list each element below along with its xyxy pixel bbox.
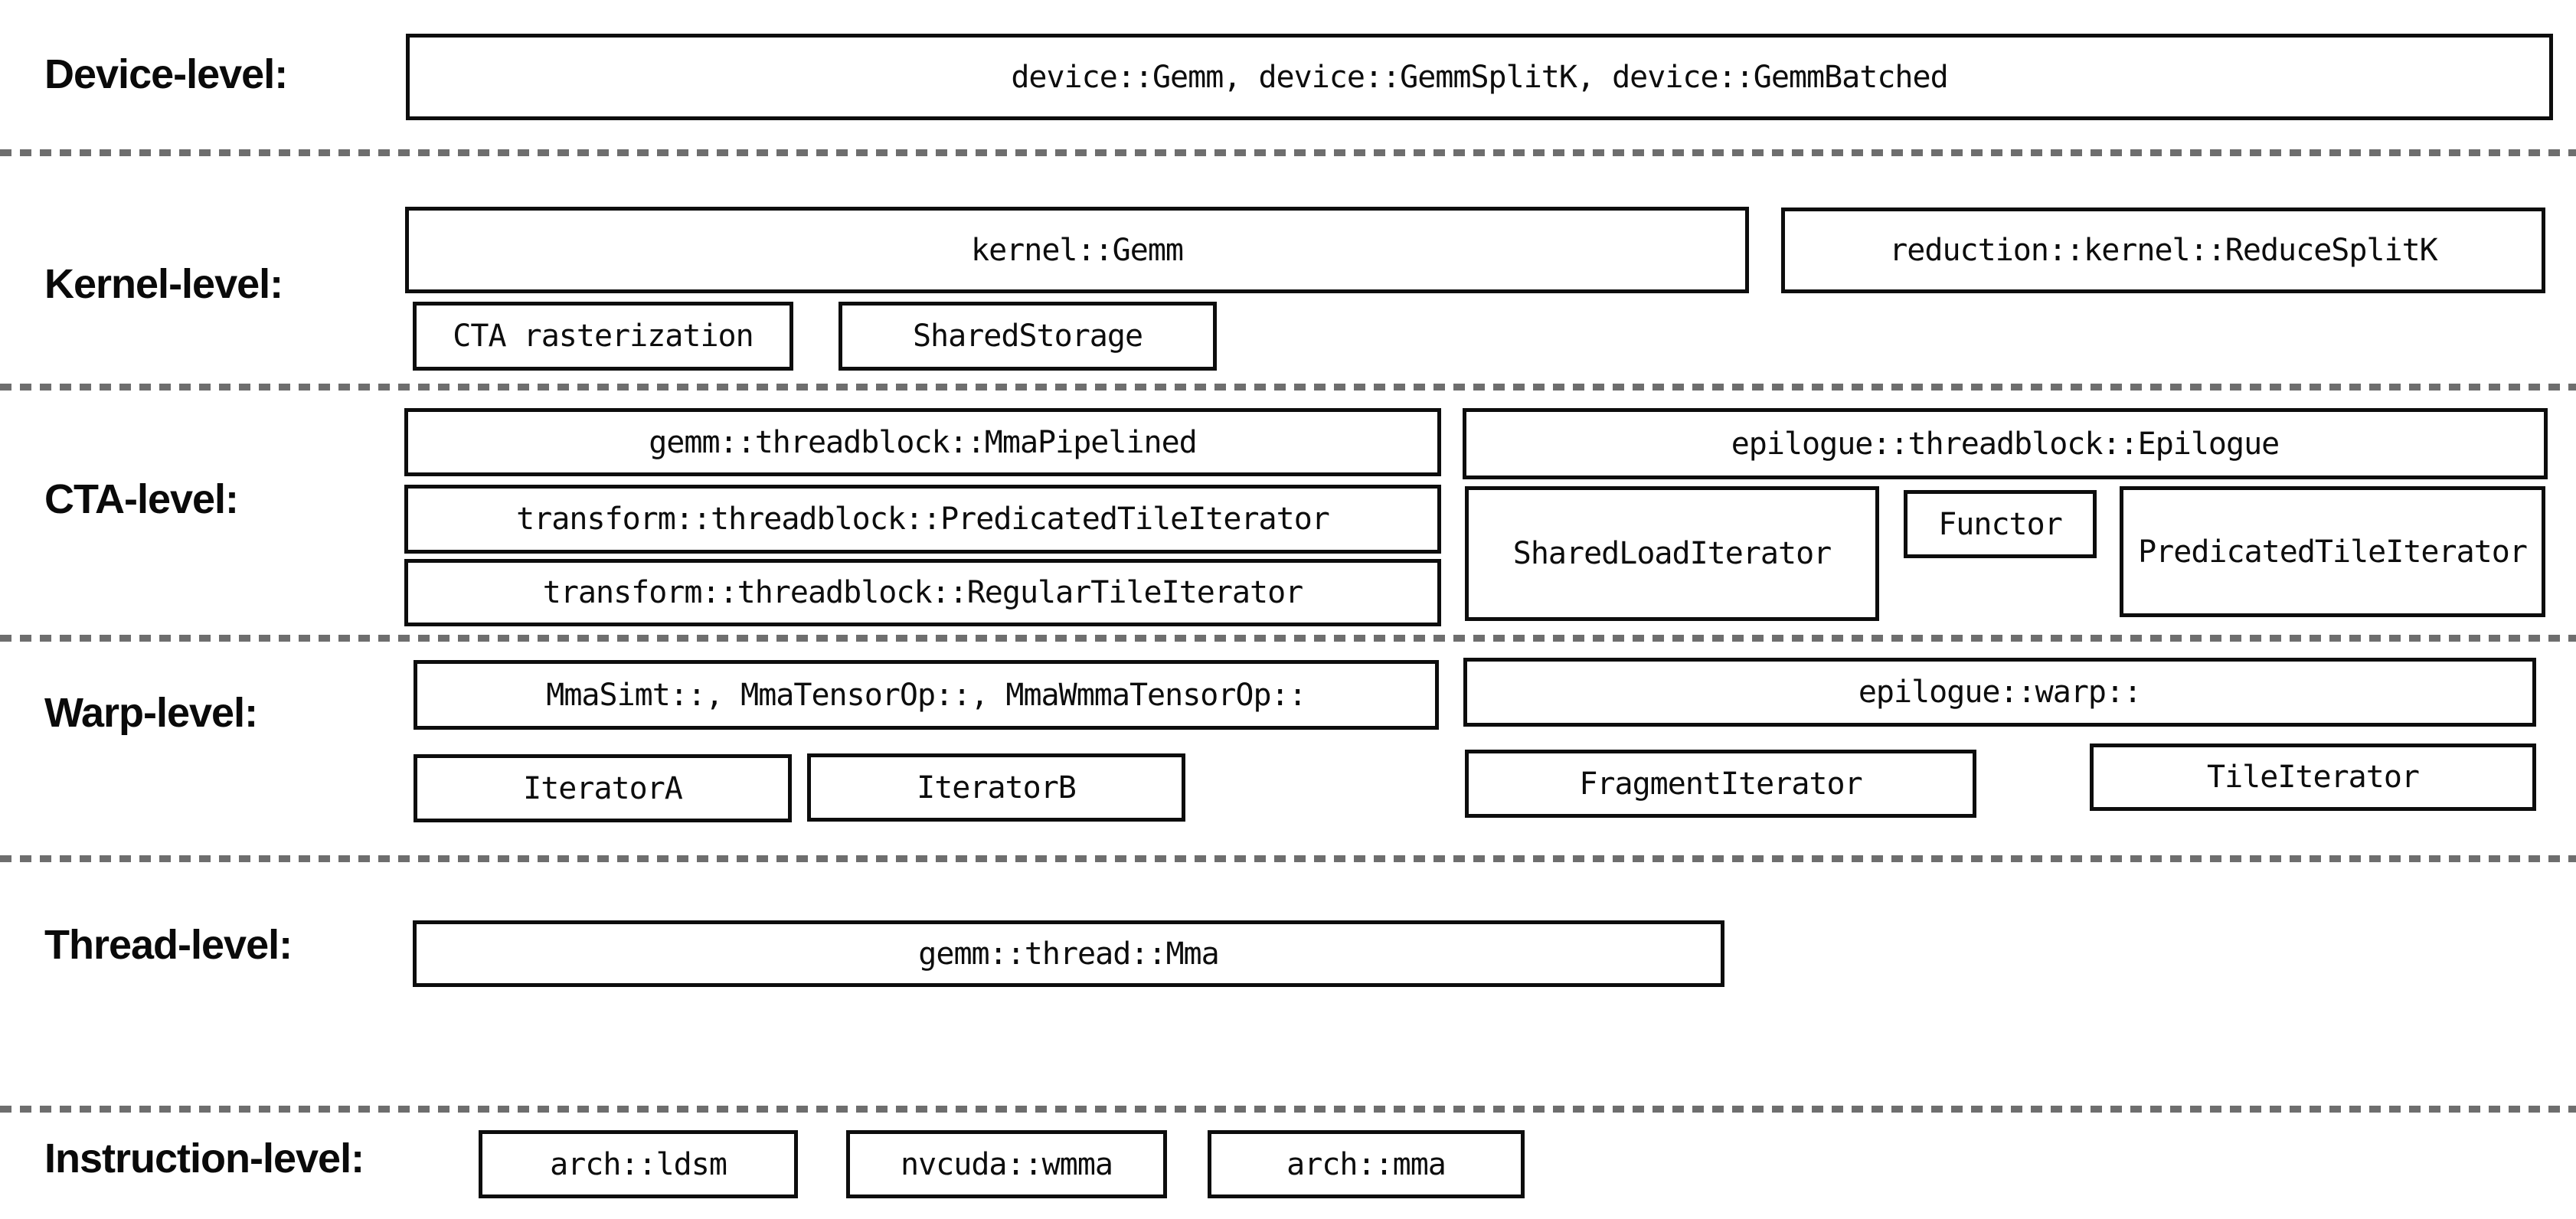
level-label-warp: Warp-level: (44, 690, 258, 736)
level-separator (0, 635, 2576, 642)
box-warp-mma-variants: MmaSimt::, MmaTensorOp::, MmaWmmaTensorO… (414, 660, 1439, 730)
level-separator (0, 149, 2576, 156)
box-arch-mma: arch::mma (1208, 1130, 1525, 1198)
box-iteratorb: IteratorB (807, 753, 1185, 822)
box-transform-regulartileiterator: transform::threadblock::RegularTileItera… (404, 559, 1441, 626)
box-transform-predicatedtileiterator: transform::threadblock::PredicatedTileIt… (404, 485, 1441, 554)
level-label-cta: CTA-level: (44, 476, 239, 522)
level-label-thread: Thread-level: (44, 922, 293, 968)
box-nvcuda-wmma: nvcuda::wmma (846, 1130, 1167, 1198)
box-epilogue-warp: epilogue::warp:: (1463, 658, 2536, 727)
box-functor: Functor (1904, 490, 2097, 558)
box-cta-rasterization: CTA rasterization (413, 302, 793, 371)
box-sharedloaditerator: SharedLoadIterator (1465, 486, 1879, 621)
level-separator (0, 1106, 2576, 1113)
level-separator (0, 855, 2576, 862)
box-mmapipelined: gemm::threadblock::MmaPipelined (404, 408, 1441, 476)
box-epilogue-predicatedtileiterator: PredicatedTileIterator (2120, 486, 2545, 617)
box-arch-ldsm: arch::ldsm (479, 1130, 798, 1198)
box-sharedstorage: SharedStorage (839, 302, 1217, 371)
box-epilogue-threadblock-epilogue: epilogue::threadblock::Epilogue (1463, 408, 2548, 479)
box-device-gemm: device::Gemm, device::GemmSplitK, device… (406, 34, 2553, 120)
level-label-kernel: Kernel-level: (44, 261, 283, 307)
box-gemm-thread-mma: gemm::thread::Mma (413, 920, 1724, 987)
level-separator (0, 384, 2576, 391)
level-label-instruction: Instruction-level: (44, 1136, 364, 1181)
box-fragmentiterator: FragmentIterator (1465, 750, 1976, 818)
level-label-device: Device-level: (44, 51, 288, 97)
box-reduction-kernel-reducesplitk: reduction::kernel::ReduceSplitK (1781, 208, 2545, 293)
box-tileiterator: TileIterator (2090, 743, 2536, 811)
box-kernel-gemm: kernel::Gemm (405, 207, 1749, 293)
box-iteratora: IteratorA (414, 754, 792, 822)
